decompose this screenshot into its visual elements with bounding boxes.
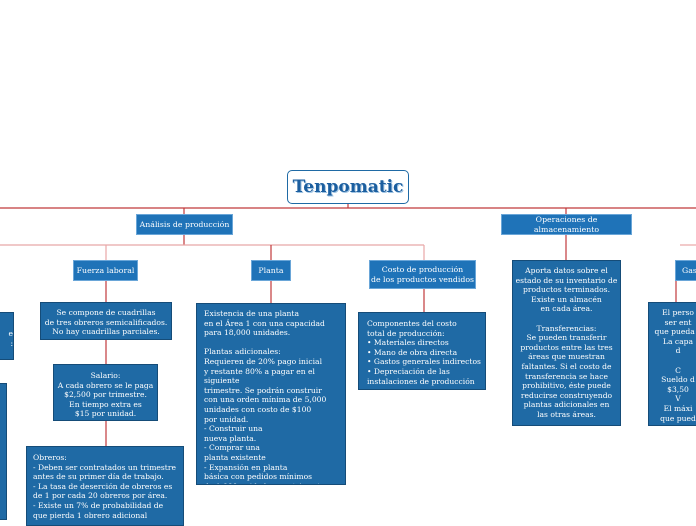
node-fuerza-laboral[interactable]: Fuerza laboral — [73, 260, 138, 281]
node-obreros[interactable]: Obreros: - Deben ser contratados un trim… — [26, 446, 184, 526]
node-planta[interactable]: Planta — [251, 260, 291, 281]
node-personal-partial[interactable]: El perso ser ent que pueda v La capa d C… — [648, 302, 696, 426]
node-costo-produccion[interactable]: Costo de producción de los productos ven… — [369, 260, 476, 289]
node-planta-detalle[interactable]: Existencia de una planta en el Área 1 co… — [196, 303, 346, 485]
node-salario[interactable]: Salario: A cada obrero se le paga $2,500… — [53, 364, 158, 421]
node-gastos-partial[interactable]: Gast — [675, 260, 696, 281]
node-componentes-costo[interactable]: Componentes del costo total de producció… — [358, 312, 486, 390]
node-almacen-detalle[interactable]: Aporta datos sobre el estado de su inven… — [512, 260, 621, 426]
map-title[interactable]: Tenpomatic — [287, 170, 409, 204]
node-operaciones-almacenamiento[interactable]: Operaciones de almacenamiento — [501, 214, 632, 235]
node-left-partial-1[interactable]: e : — [0, 312, 14, 360]
node-analisis-produccion[interactable]: Análisis de producción — [136, 214, 233, 235]
node-left-partial-2[interactable] — [0, 383, 7, 520]
node-cuadrillas[interactable]: Se compone de cuadrillas de tres obreros… — [40, 302, 172, 340]
